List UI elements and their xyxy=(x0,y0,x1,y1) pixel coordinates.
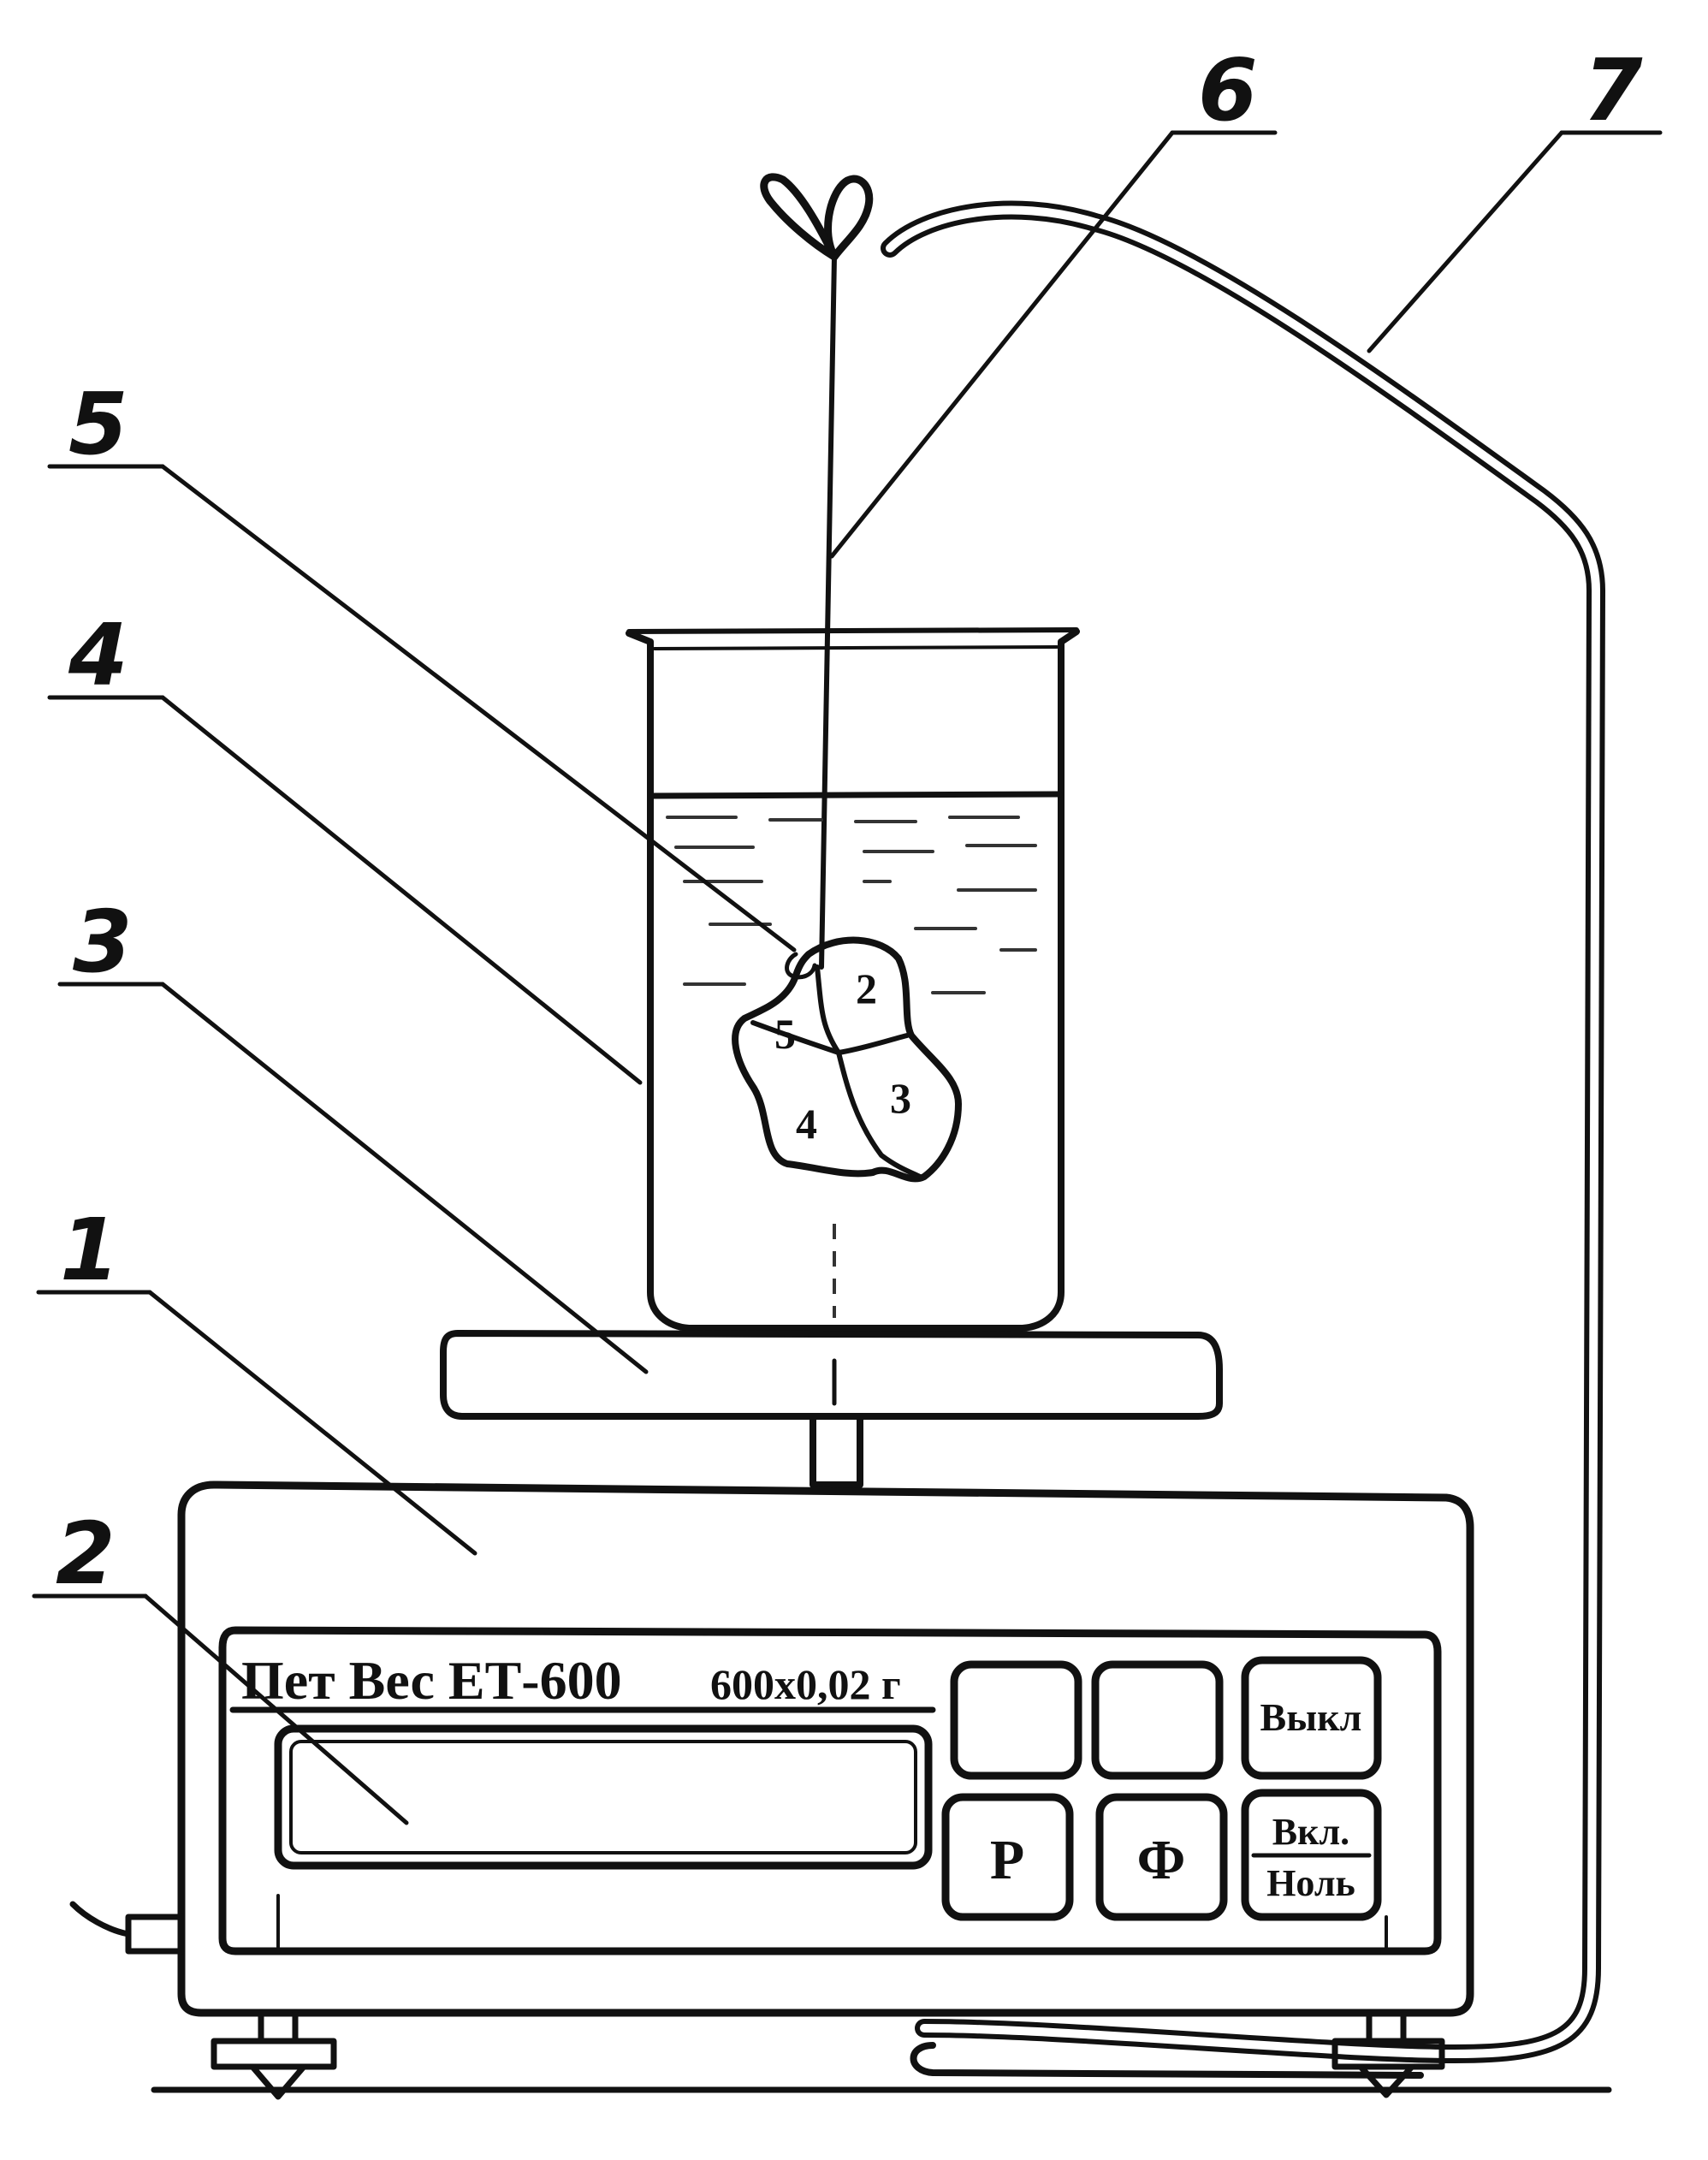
spec-label: 600х0,02 г xyxy=(710,1660,901,1708)
callout-7: 7 xyxy=(1367,40,1663,353)
scale-body xyxy=(69,1481,1474,2100)
display-window xyxy=(274,1724,933,1870)
weighing-pan xyxy=(440,1330,1223,1488)
blank-key-1[interactable] xyxy=(950,1660,1082,1780)
on-key-label: Вкл. xyxy=(1272,1811,1349,1853)
f-key[interactable] xyxy=(1095,1793,1228,1921)
callout-3: 3 xyxy=(57,892,649,1374)
power-cord xyxy=(69,1901,185,1955)
thread xyxy=(819,254,837,970)
callout-2: 2 xyxy=(32,1504,409,1825)
label-2: 2 xyxy=(56,1504,116,1604)
label-1: 1 xyxy=(60,1200,120,1300)
callout-1: 1 xyxy=(36,1200,477,1556)
off-key[interactable] xyxy=(1241,1656,1382,1780)
label-6: 6 xyxy=(1198,40,1258,140)
callout-5: 5 xyxy=(47,374,797,952)
water-surface xyxy=(649,791,1063,799)
p-key[interactable] xyxy=(941,1793,1074,1921)
hook-loop xyxy=(760,173,874,261)
right-foot xyxy=(1331,2009,1445,2098)
label-5: 5 xyxy=(68,374,128,474)
p-key-label: Р xyxy=(990,1829,1024,1891)
stand-wire xyxy=(881,200,1605,2079)
sample-mark-4: 4 xyxy=(796,1100,817,1148)
off-key-label: Выкл xyxy=(1260,1695,1362,1739)
blank-key-2[interactable] xyxy=(1091,1660,1224,1780)
f-key-label: Ф xyxy=(1137,1829,1186,1891)
callout-6: 6 xyxy=(829,40,1278,559)
sample-mark-5: 5 xyxy=(774,1010,796,1058)
brand-label: Пет Вес ЕТ-600 xyxy=(241,1650,622,1711)
beaker xyxy=(626,627,1080,1332)
label-3: 3 xyxy=(73,892,133,992)
on-zero-key[interactable] xyxy=(1241,1789,1382,1921)
zero-key-label: Ноль xyxy=(1266,1862,1355,1904)
water-ripples xyxy=(666,816,1037,994)
sample: 2 3 4 5 xyxy=(732,936,962,1183)
label-7: 7 xyxy=(1583,40,1643,140)
label-4: 4 xyxy=(68,605,128,705)
sample-mark-2: 2 xyxy=(856,964,877,1012)
keypad: Выкл Р Ф Вкл. Ноль xyxy=(941,1656,1382,1921)
left-foot xyxy=(211,2009,337,2100)
callout-4: 4 xyxy=(47,605,643,1085)
sample-mark-3: 3 xyxy=(890,1074,911,1122)
